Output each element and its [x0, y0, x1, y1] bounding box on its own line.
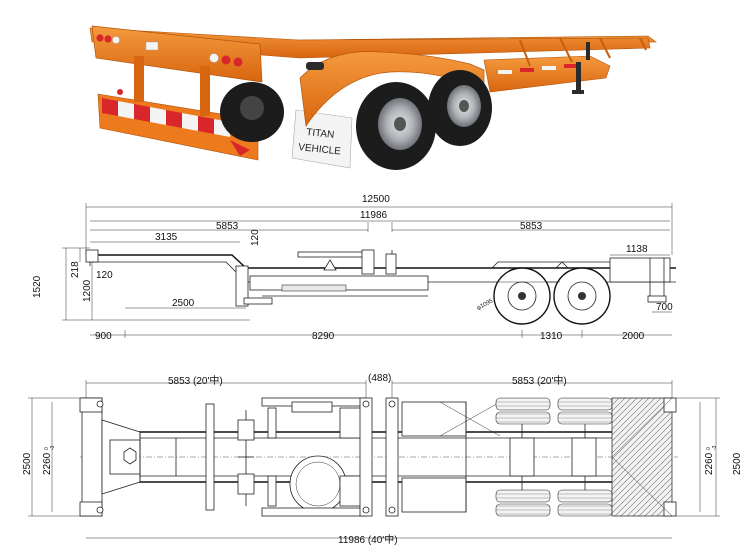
middle-lock-bar — [297, 251, 365, 258]
dim-top-width-left: 2260 — [42, 452, 53, 475]
landing-gear-side — [235, 265, 249, 307]
middle-lock-post — [361, 249, 375, 275]
dim-front-to-coupling: 3135 — [155, 232, 178, 243]
bumper-support-left — [134, 56, 144, 102]
dim-front-height: 1200 — [82, 279, 93, 302]
cross-member-1 — [205, 403, 215, 511]
rear-twistlock-bottom — [663, 501, 677, 517]
tire-size-label: φ1095 — [476, 298, 495, 312]
mid-bracket-bottom — [261, 507, 367, 517]
dim-wheelbase: 8290 — [312, 331, 335, 342]
front-lock-box — [85, 249, 99, 263]
dim-top-width-left-tol: 0-3 — [44, 445, 56, 450]
rear-frame — [91, 25, 263, 83]
kingpin — [123, 447, 137, 465]
dim-top-overall-width: 2500 — [22, 452, 33, 475]
center-lock-left — [359, 397, 373, 517]
dim-top-container-left: 5853 (20'中) — [168, 374, 223, 387]
rear-bracket-top — [401, 401, 467, 437]
side-chassis — [85, 249, 676, 325]
top-view-drawing: 5853 (20'中) (488) 5853 (20'中) 2500 2260 … — [22, 373, 743, 546]
tire-rear — [428, 70, 492, 146]
rear-twistlock-top — [663, 397, 677, 413]
front-side-tape — [498, 64, 578, 74]
dim-rear-overhang-top: 1138 — [626, 244, 648, 255]
tail-lights — [96, 34, 243, 95]
dim-frame-length: 11986 — [360, 210, 388, 221]
center-lock-right — [385, 397, 399, 517]
dim-neck-depth: 218 — [70, 261, 81, 278]
dim-upper-step: 120 — [250, 229, 261, 246]
side-wheel-rear-center — [578, 292, 586, 300]
mudflap-brand-line2: VEHICLE — [298, 142, 342, 157]
dim-kingpin-to-leg: 2500 — [172, 298, 195, 309]
side-tank — [281, 284, 347, 292]
dim-top-center-gap: (488) — [368, 373, 391, 384]
cross-members — [519, 37, 647, 67]
rear-bumper-side — [609, 257, 671, 283]
tire-front — [356, 82, 436, 170]
plate-light — [145, 41, 159, 51]
front-end-beam — [81, 397, 103, 517]
dim-top-frame-length: 11986 (40'中) — [338, 533, 398, 546]
dim-overall-length: 12500 — [362, 194, 390, 205]
mudflap-brand-line1: TITAN — [306, 127, 335, 141]
dim-axle-spread: 1310 — [540, 331, 563, 342]
dim-neck-step: 120 — [96, 270, 113, 281]
dim-top-width-right-tol: 0-3 — [706, 445, 718, 450]
trailer-photo: TITAN VEHICLE — [89, 25, 657, 170]
side-wheel-front-center — [518, 292, 526, 300]
dim-rear-clearance: 700 — [656, 302, 673, 313]
landing-legs — [572, 42, 590, 94]
bumper-support-right — [200, 66, 210, 116]
middle-lock-post-2 — [385, 253, 397, 275]
top-dim-lines — [28, 380, 720, 539]
side-view-drawing: 12500 11986 5853 5853 3135 120 1138 1520… — [32, 194, 676, 342]
side-dim-lines — [62, 203, 673, 338]
landing-gear-top-r — [237, 473, 255, 495]
dim-top-container-right: 5853 (20'中) — [512, 374, 567, 387]
landing-foot — [243, 297, 273, 305]
dim-top-overall-width-right: 2500 — [732, 452, 743, 475]
dim-front-overhang: 900 — [95, 331, 112, 342]
dim-container-left: 5853 — [216, 221, 239, 232]
inner-hub — [240, 96, 264, 120]
bumper-reflective-tape — [102, 98, 250, 156]
dim-container-right: 5853 — [520, 221, 543, 232]
dim-rear-overhang: 2000 — [622, 331, 645, 342]
dim-deck-height: 1520 — [32, 275, 43, 298]
rear-step — [647, 295, 667, 303]
top-frame — [79, 397, 678, 517]
landing-gear-top-l — [237, 419, 255, 441]
rear-bracket-bottom — [401, 477, 467, 513]
warning-sign — [323, 259, 337, 271]
side-marker — [306, 62, 324, 70]
dim-top-width-right: 2260 — [704, 452, 715, 475]
rear-checker-plate — [611, 397, 673, 517]
